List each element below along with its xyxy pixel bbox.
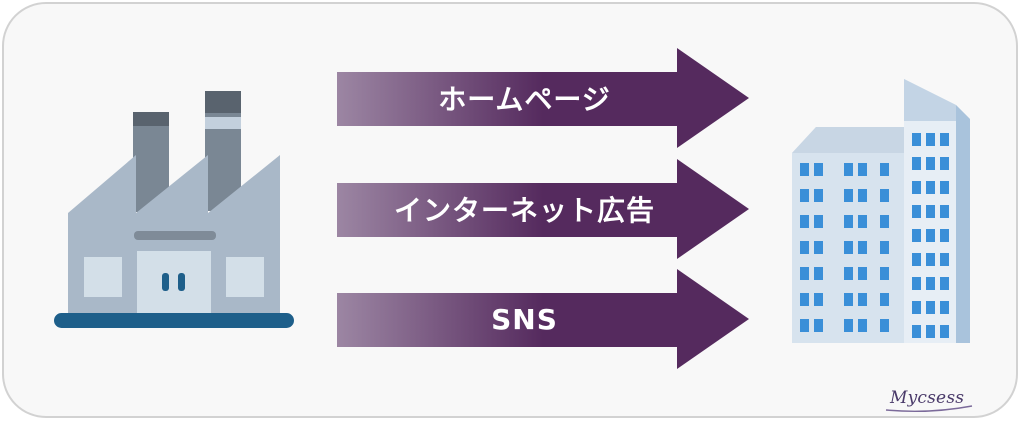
building-window (858, 241, 867, 254)
building-window (844, 293, 853, 306)
building-window (858, 163, 867, 176)
building-window (940, 325, 949, 338)
arrow-label-sns: SNS (491, 302, 558, 336)
building-window (880, 215, 889, 228)
building-window (800, 241, 809, 254)
building-window (926, 301, 935, 314)
building-window (858, 215, 867, 228)
building-window (814, 241, 823, 254)
building-window (912, 205, 921, 218)
building-window (800, 215, 809, 228)
arrow-internet-ads: インターネット広告 (337, 159, 749, 259)
building-window (880, 267, 889, 280)
building-window (800, 267, 809, 280)
brand-logo: Mycsess (890, 388, 965, 408)
arrow-sns: SNS (337, 269, 749, 369)
building-window (940, 277, 949, 290)
building-window (940, 133, 949, 146)
building-window (800, 163, 809, 176)
building-window (844, 215, 853, 228)
building-window (926, 253, 935, 266)
building-window (926, 205, 935, 218)
building-window (844, 267, 853, 280)
building-window (926, 181, 935, 194)
building-window (858, 293, 867, 306)
building-window (912, 229, 921, 242)
arrow-label-homepage: ホームページ (438, 83, 611, 116)
building-window (940, 181, 949, 194)
building-window (912, 181, 921, 194)
building-window (880, 189, 889, 202)
building-window (940, 229, 949, 242)
building-window (912, 325, 921, 338)
building-window (814, 319, 823, 332)
building-window (940, 301, 949, 314)
building-window (858, 319, 867, 332)
building-window (912, 157, 921, 170)
building-window (844, 189, 853, 202)
building-window (814, 267, 823, 280)
building-window (814, 189, 823, 202)
building-window (940, 157, 949, 170)
arrow-label-internet-ads: インターネット広告 (393, 194, 655, 227)
building-window (814, 215, 823, 228)
building-window (912, 253, 921, 266)
building-window (880, 241, 889, 254)
building-window (926, 229, 935, 242)
building-window (844, 319, 853, 332)
building-window (858, 267, 867, 280)
logo-swoosh-icon (885, 405, 973, 413)
building-window (912, 277, 921, 290)
building-window (844, 241, 853, 254)
building-window (940, 205, 949, 218)
building-window (940, 253, 949, 266)
building-window (912, 133, 921, 146)
office-building-icon (792, 79, 970, 343)
building-window (814, 293, 823, 306)
building-window (844, 163, 853, 176)
building-window (880, 293, 889, 306)
factory-icon (54, 91, 294, 328)
building-window (880, 319, 889, 332)
building-window (926, 133, 935, 146)
arrow-homepage: ホームページ (337, 48, 749, 148)
building-window (800, 319, 809, 332)
building-window (926, 277, 935, 290)
building-window (926, 325, 935, 338)
building-window (926, 157, 935, 170)
building-window (800, 189, 809, 202)
building-window (858, 189, 867, 202)
building-window (814, 163, 823, 176)
building-window (880, 163, 889, 176)
building-window (912, 301, 921, 314)
building-window (800, 293, 809, 306)
